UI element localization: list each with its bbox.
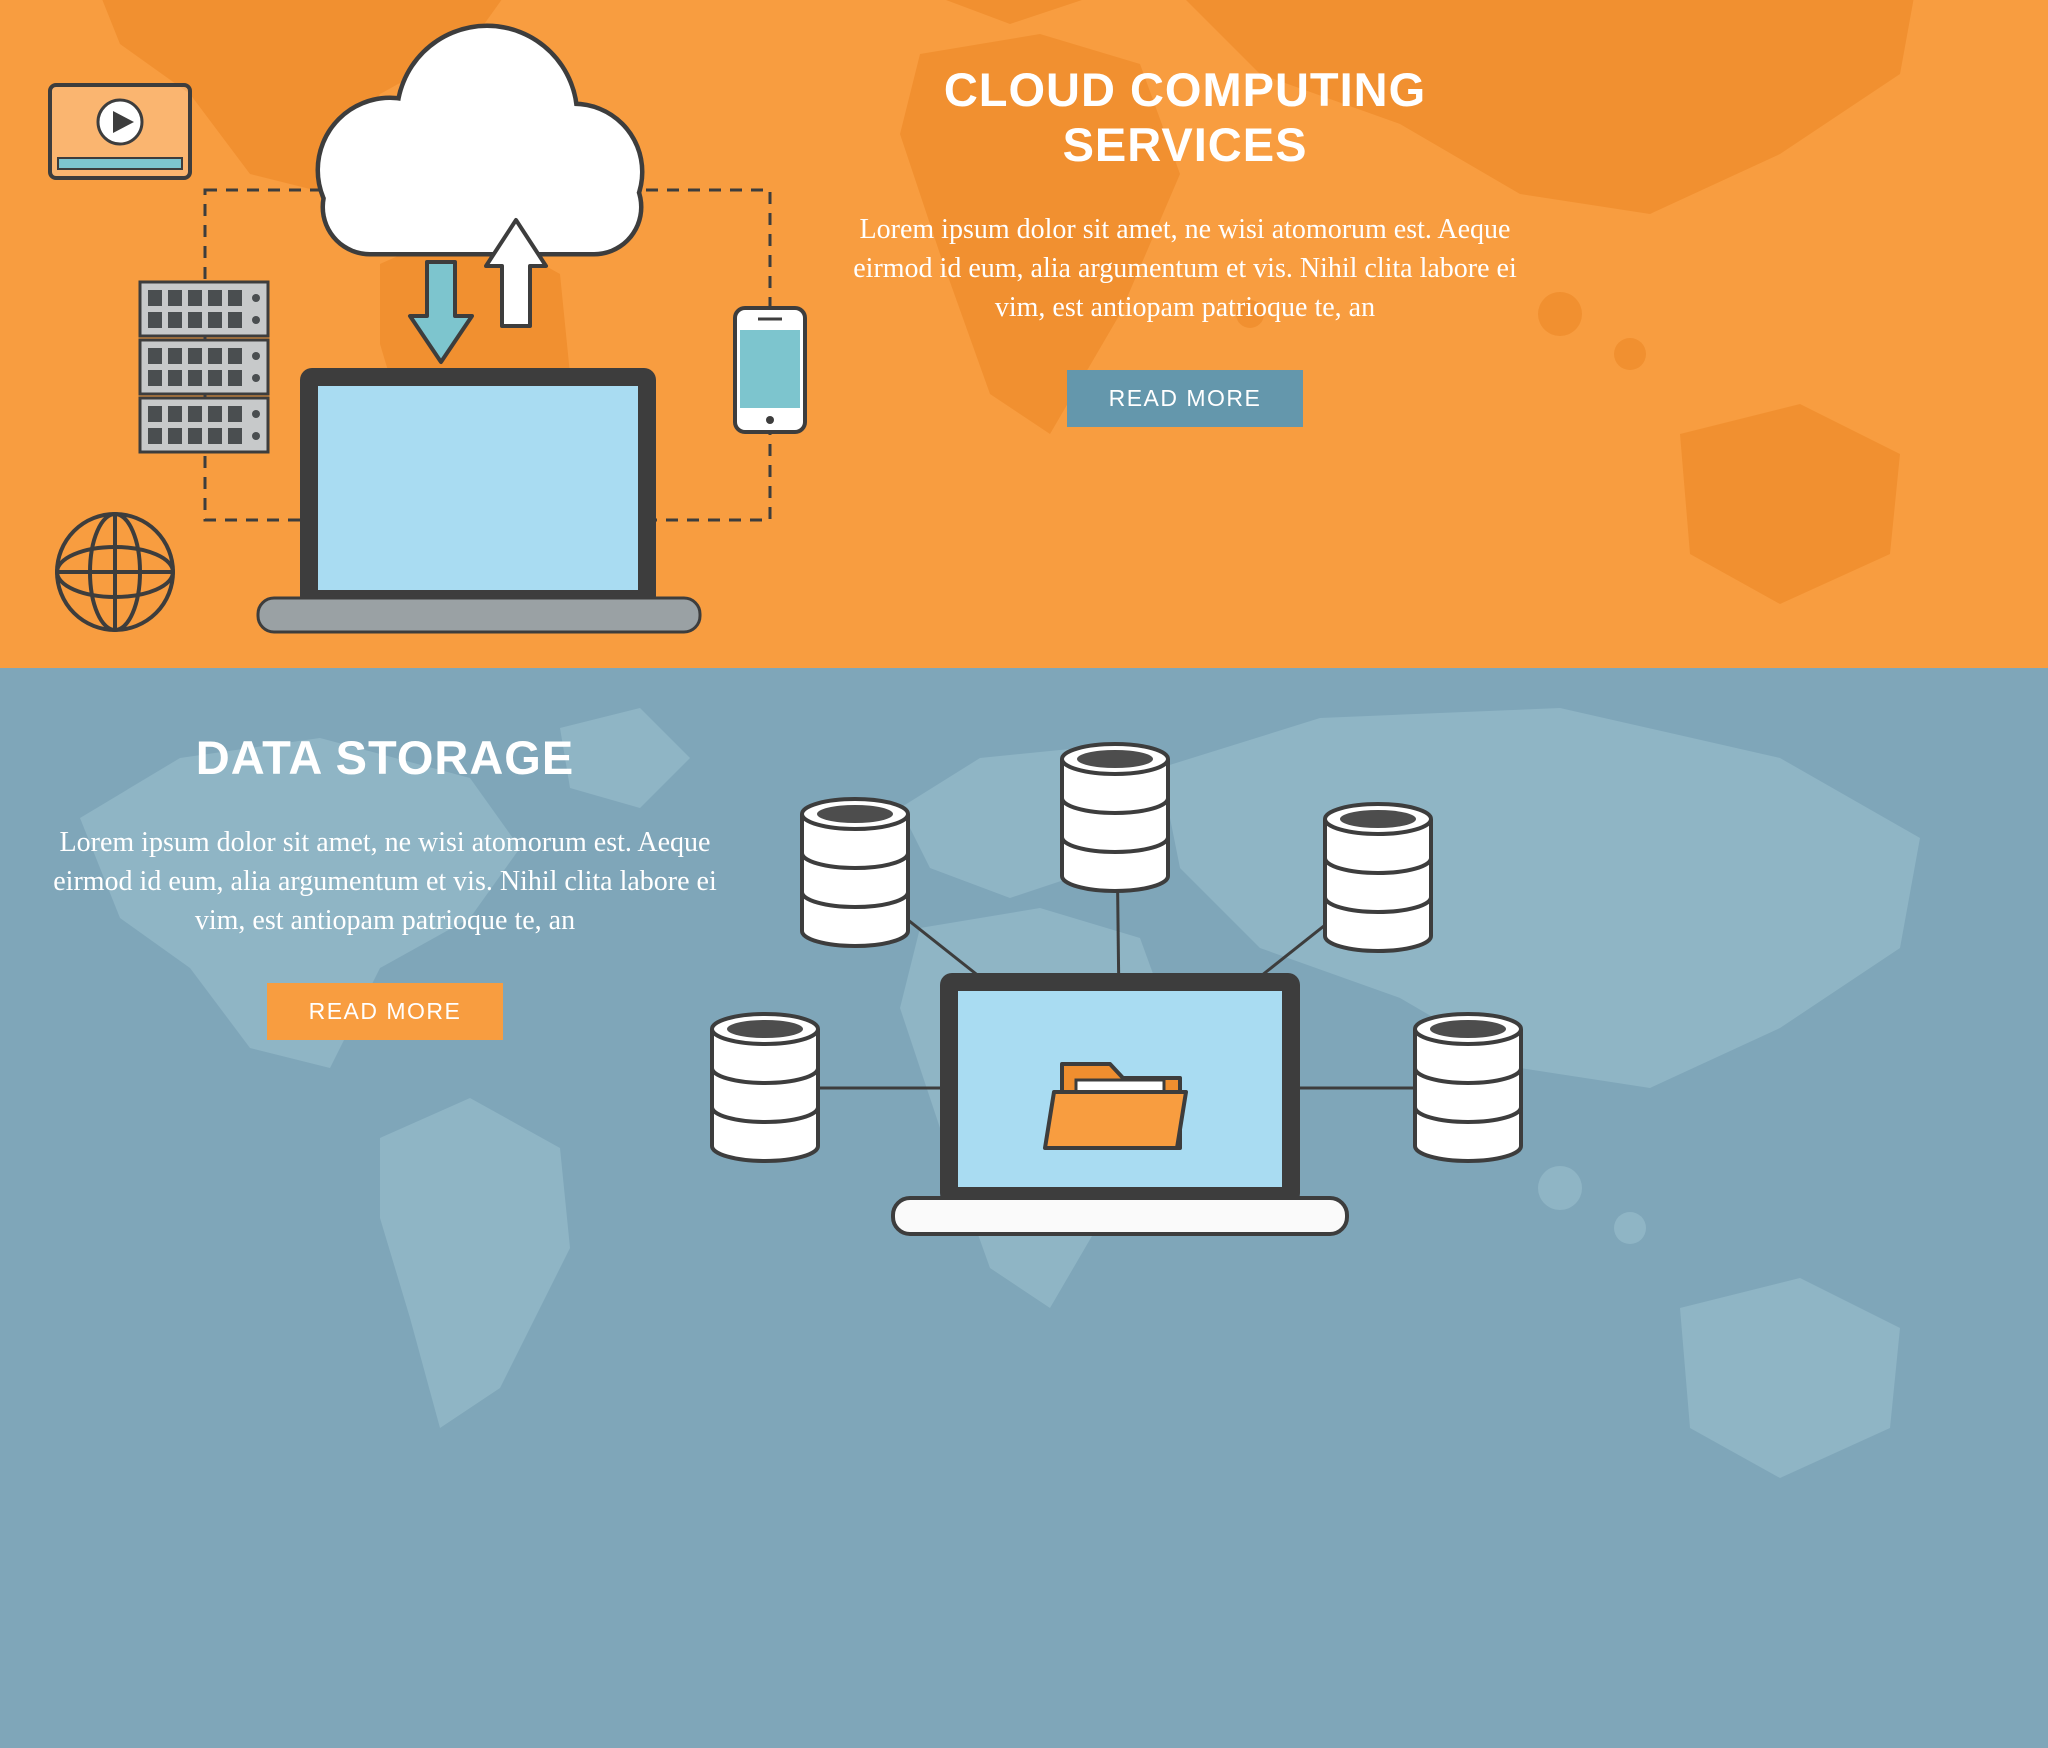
banner-body: Lorem ipsum dolor sit amet, ne wisi atom… xyxy=(853,214,1517,324)
banner-title: DATA STORAGE xyxy=(195,731,575,784)
cloud-icon xyxy=(315,23,645,257)
cloud-computing-illustration xyxy=(48,23,807,634)
database-icon xyxy=(1060,742,1170,893)
upload-arrow-icon xyxy=(484,218,548,328)
video-player-icon xyxy=(48,83,192,180)
data-storage-illustration xyxy=(710,742,1523,1236)
cloud-computing-content: CLOUD COMPUTING SERVICES Lorem ipsum dol… xyxy=(830,62,1540,427)
read-more-button-data-storage[interactable]: READ MORE xyxy=(266,982,504,1040)
banner-body: Lorem ipsum dolor sit amet, ne wisi atom… xyxy=(53,827,717,937)
banner-cloud-computing: CLOUD COMPUTING SERVICES Lorem ipsum dol… xyxy=(0,0,2048,668)
database-icon xyxy=(1413,1012,1523,1163)
globe-icon xyxy=(55,512,175,632)
database-icon xyxy=(1323,802,1433,953)
banner-data-storage: DATA STORAGE Lorem ipsum dolor sit amet,… xyxy=(0,668,2048,1748)
folder-icon xyxy=(1043,1062,1188,1150)
server-rack-icon xyxy=(138,280,270,454)
smartphone-icon xyxy=(733,306,807,434)
download-arrow-icon xyxy=(408,260,474,364)
laptop-icon xyxy=(256,368,702,634)
data-storage-content: DATA STORAGE Lorem ipsum dolor sit amet,… xyxy=(35,730,735,1040)
banner-title: CLOUD COMPUTING SERVICES xyxy=(943,63,1427,171)
read-more-button-cloud-computing[interactable]: READ MORE xyxy=(1066,369,1304,427)
database-icon xyxy=(800,797,910,948)
